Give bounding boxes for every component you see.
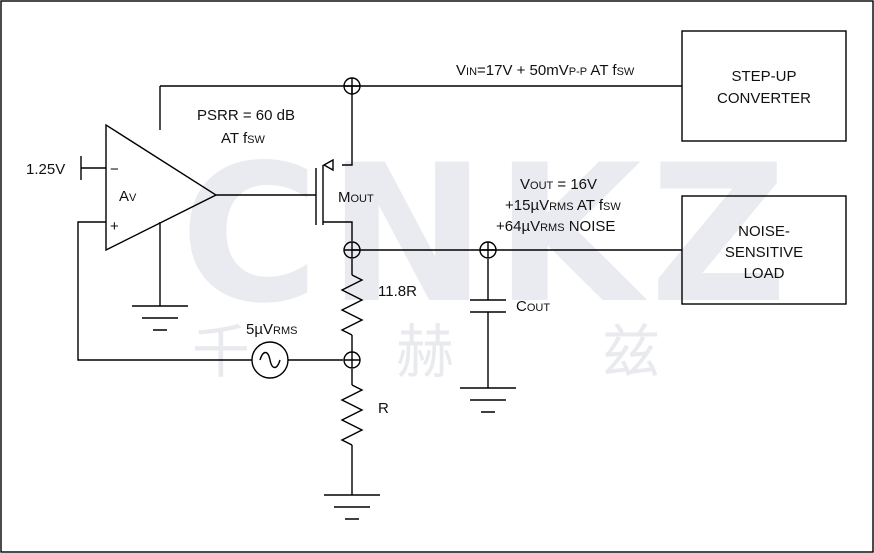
feedback-wire-left (77, 221, 252, 361)
converter-label-line2: CONVERTER (717, 90, 811, 107)
vout-label-line2: +15µVRMS AT fSW (505, 197, 621, 214)
vout-label-line1: VOUT = 16V (520, 176, 597, 193)
load-label-line2: SENSITIVE (725, 244, 803, 261)
watermark-logo: CNKZ (180, 124, 795, 345)
mosfet-body-arrow (322, 158, 334, 172)
cout-label: COUT (516, 298, 550, 315)
sine-wave-icon (259, 351, 281, 369)
opamp-triangle (105, 123, 218, 252)
vout-label-line3: +64µVRMS NOISE (496, 218, 615, 235)
node-cout (479, 241, 497, 259)
watermark-char-2: 赫 (396, 318, 454, 386)
node-vin (343, 77, 361, 95)
amp-ground-symbol (132, 305, 188, 331)
watermark-char-1: 千 (192, 318, 250, 386)
resistor-top-label: 11.8R (378, 283, 417, 300)
vref-terminal (80, 156, 106, 180)
error-amplifier: AV − + (105, 123, 218, 252)
node-feedback (343, 351, 361, 369)
divider-ground-symbol (324, 494, 380, 520)
cout-ground-symbol (460, 387, 516, 413)
pass-mosfet: MOUT (315, 158, 374, 241)
mosfet-drain-wire (342, 86, 353, 166)
vin-label: VIN=17V + 50mVP-P AT fSW (456, 62, 635, 79)
watermark: CNKZ 千 赫 兹 (180, 124, 795, 386)
noise-source-circle (251, 341, 289, 379)
mosfet-source-lead (323, 221, 353, 241)
load-label-line1: NOISE- (738, 223, 790, 240)
converter-label-line1: STEP-UP (731, 68, 796, 85)
resistor-bottom-label: R (378, 400, 389, 417)
noise-source-label: 5µVRMS (246, 321, 297, 338)
resistor-top (340, 274, 364, 336)
psrr-label-line2: AT fSW (221, 130, 265, 147)
node-vout (343, 241, 361, 259)
noise-source: 5µVRMS (246, 321, 297, 379)
resistor-bottom (340, 384, 364, 446)
load-label-line3: LOAD (744, 265, 785, 282)
mosfet-label: MOUT (338, 189, 374, 206)
amp-noninverting-symbol: + (110, 218, 119, 235)
watermark-char-3: 兹 (602, 318, 660, 386)
amp-gain-label: AV (119, 188, 137, 205)
psrr-label-line1: PSRR = 60 dB (197, 107, 295, 124)
amp-inverting-symbol: − (110, 161, 119, 178)
vref-label: 1.25V (26, 161, 65, 178)
